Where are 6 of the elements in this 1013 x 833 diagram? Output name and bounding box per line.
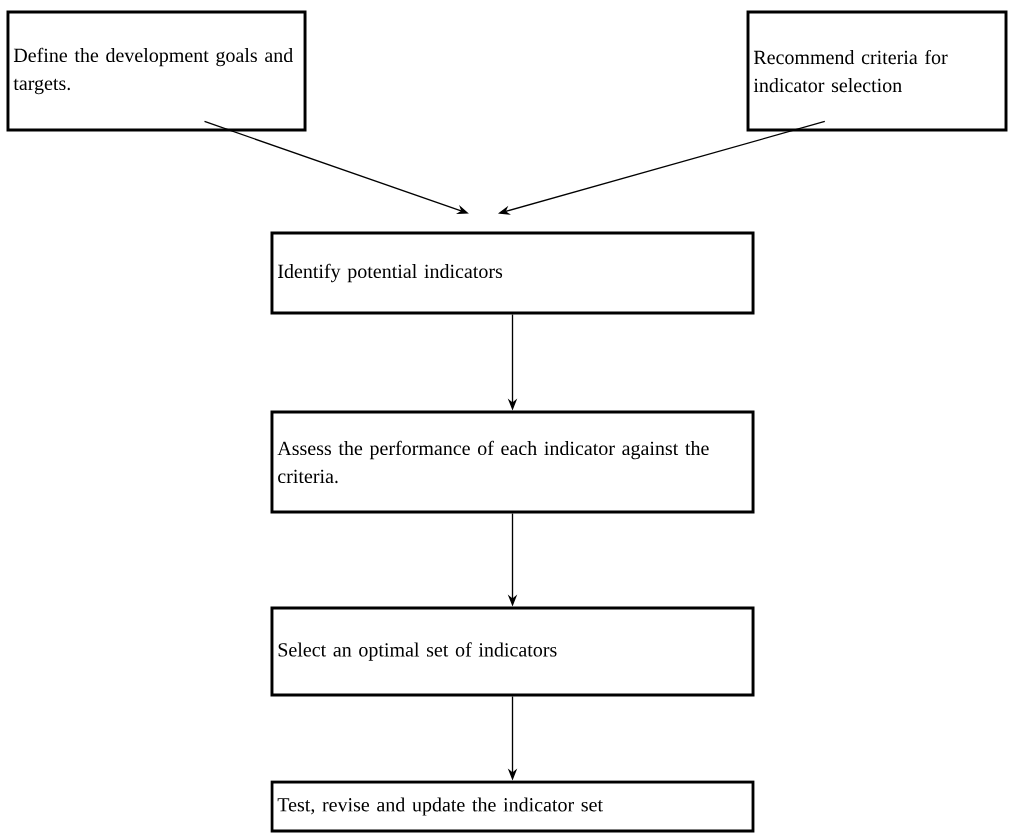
process-box: Test, revise and update the indicator set — [270, 780, 755, 833]
process-box: Identify potential indicators — [270, 231, 755, 315]
process-box: Select an optimal set of indicators — [270, 606, 755, 697]
process-box: Recommend criteria for indicator selection — [746, 10, 1008, 132]
process-box: Assess the performance of each indicator against the criteria. — [270, 410, 755, 514]
process-box: Define the development goals and targets. — [6, 10, 307, 132]
